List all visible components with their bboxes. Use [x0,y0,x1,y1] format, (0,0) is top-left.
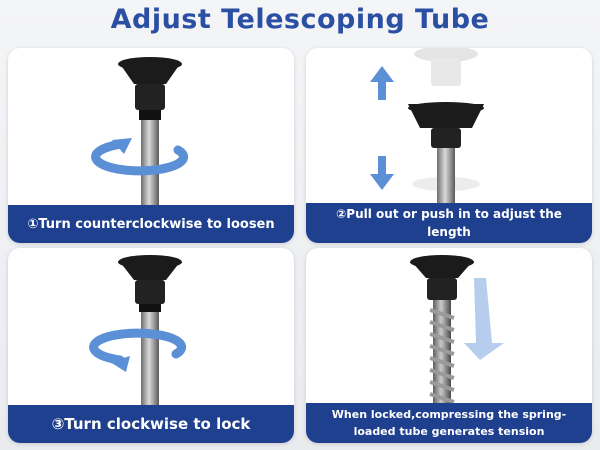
tube-illustration [370,48,484,243]
counterclockwise-arrow-icon [91,138,189,176]
step-1-panel: ①Turn counterclockwise to loosen [8,48,294,243]
clockwise-arrow-icon [89,328,187,372]
page-title: Adjust Telescoping Tube [110,4,490,35]
step-2-panel: ②Pull out or push in to adjust the lengt… [306,48,592,243]
step-2-caption: ②Pull out or push in to adjust the lengt… [306,203,592,243]
step-1-caption: ①Turn counterclockwise to loosen [8,205,294,243]
step-3-caption: ③Turn clockwise to lock [8,405,294,443]
up-down-arrows-icon [370,66,394,190]
step-4-caption: When locked,compressing the spring-loade… [306,403,592,443]
step-3-panel: ③Turn clockwise to lock [8,248,294,443]
step-4-panel: When locked,compressing the spring-loade… [306,248,592,443]
down-arrow-icon [464,278,504,360]
